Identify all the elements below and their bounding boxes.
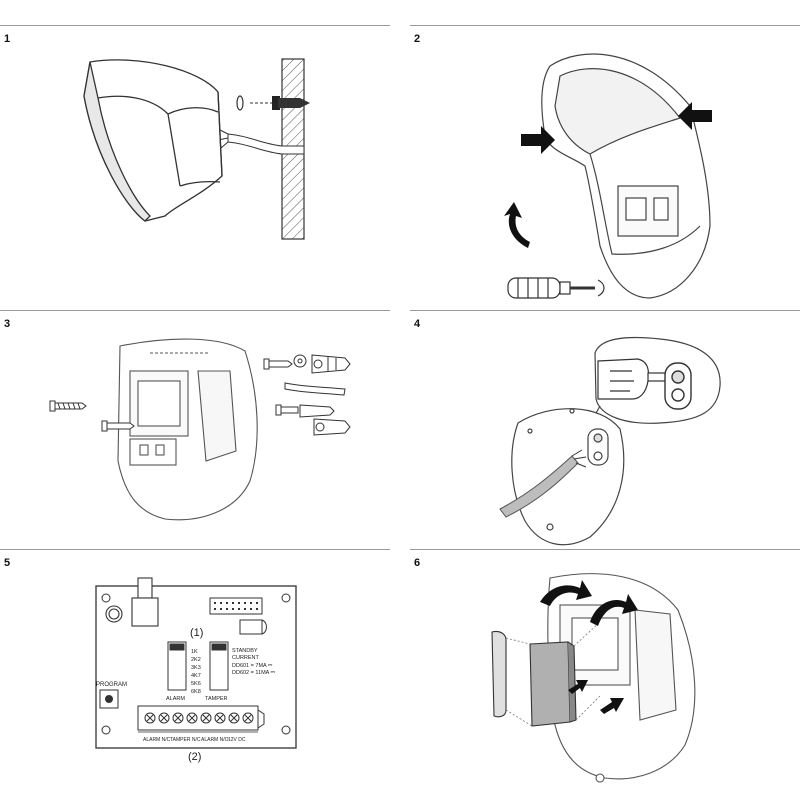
tamper-jumper-block (209, 641, 229, 691)
cover-panel (529, 641, 577, 727)
detector-back (511, 408, 625, 546)
panel-step-3 (0, 311, 400, 549)
knock-out-hole-zoom (664, 362, 692, 410)
insert-arrow-middle (568, 680, 588, 694)
resistor-value-list: 1K 2K2 3K3 4K7 5K6 6K8 (191, 649, 201, 695)
separator-low-right (410, 549, 800, 550)
terminal-tamper-nc: TAMPER N/C (170, 737, 201, 743)
screw-base (101, 420, 135, 432)
wall-plug-bottom (313, 418, 351, 436)
terminal-screw (144, 712, 156, 724)
rotate-arrow (504, 202, 530, 248)
terminal-12v-dc: 12V DC (228, 737, 246, 743)
guide-lines (505, 621, 601, 727)
terminal-screw (242, 712, 254, 724)
press-arrow-left (521, 126, 555, 154)
program-label: PROGRAM (96, 682, 127, 688)
screw-top (263, 358, 293, 370)
panel-step-5: (1) 1K 2K2 3K3 4K7 5K6 6K8 STANDBY CURRE… (0, 550, 400, 800)
dd602-current: DD602 = 11MA ⎓ (232, 670, 276, 676)
alarm-jumper-label: ALARM (166, 696, 185, 702)
dd601-current: DD601 = 7MA ⎓ (232, 663, 273, 669)
resistor-value: 2K2 (191, 657, 201, 663)
terminal-screw (228, 712, 240, 724)
program-button[interactable] (99, 689, 119, 709)
lens-strip (491, 630, 507, 718)
screwdriver (507, 277, 605, 299)
terminal-screw (214, 712, 226, 724)
resistor-value: 6K8 (191, 689, 201, 695)
terminal-block (137, 705, 265, 731)
step-number-1: 1 (4, 33, 11, 45)
terminal-label-row: ALARM N/C TAMPER N/C ALARM N/O 12V DC (138, 731, 258, 743)
standby-label: STANDBY (232, 648, 258, 654)
terminal-screw (158, 712, 170, 724)
panel-step-1 (0, 26, 400, 310)
step-number-2: 2 (414, 33, 421, 45)
resistor-value: 5K6 (191, 681, 201, 687)
insert-arrow-top-right (590, 594, 638, 626)
terminal-alarm-no: ALARM N/O (201, 737, 229, 743)
separator-mid-left (0, 310, 390, 311)
header-connector (209, 597, 267, 635)
resistor-value: 4K7 (191, 673, 201, 679)
standby-current-info: STANDBY CURRENT DD601 = 7MA ⎓ DD602 = 11… (232, 648, 276, 676)
terminal-alarm-nc: ALARM N/C (143, 737, 171, 743)
resistor-value: 3K3 (191, 665, 201, 671)
panel-step-4 (400, 311, 800, 549)
separator-top-right (410, 25, 800, 26)
separator-top-left (0, 25, 390, 26)
step-number-6: 6 (414, 557, 421, 569)
wall-plug-middle (275, 404, 335, 418)
terminal-screw (186, 712, 198, 724)
cable (217, 129, 305, 155)
screw-left (49, 400, 87, 412)
cable-piece (284, 382, 346, 396)
panel-step-2 (400, 26, 800, 310)
resistor-value: 1K (191, 649, 198, 655)
current-label: CURRENT (232, 655, 260, 661)
step-number-3: 3 (4, 318, 11, 330)
callout-1: (1) (190, 627, 203, 639)
alarm-jumper-block (167, 641, 187, 691)
finger-press (597, 358, 667, 400)
press-arrow-right (678, 102, 712, 130)
callout-2: (2) (188, 751, 201, 763)
tamper-switch (131, 577, 159, 627)
insert-arrow-top-left (540, 580, 592, 606)
cable-through-base (499, 449, 587, 518)
detector-base (117, 338, 258, 521)
terminal-screw (172, 712, 184, 724)
tamper-jumper-label: TAMPER (205, 696, 228, 702)
lens-sensor (105, 605, 123, 623)
wall-screw (236, 95, 310, 111)
separator-low-left (0, 549, 390, 550)
step-number-5: 5 (4, 557, 11, 569)
separator-mid-right (410, 310, 800, 311)
wall-plug-top (311, 354, 351, 374)
terminal-screw (200, 712, 212, 724)
step-number-4: 4 (414, 318, 421, 330)
detector-open-cover (541, 53, 711, 299)
insert-arrow-bottom (600, 698, 624, 714)
washer (293, 354, 307, 368)
panel-step-6 (400, 550, 800, 800)
detector-side-view (83, 59, 223, 222)
